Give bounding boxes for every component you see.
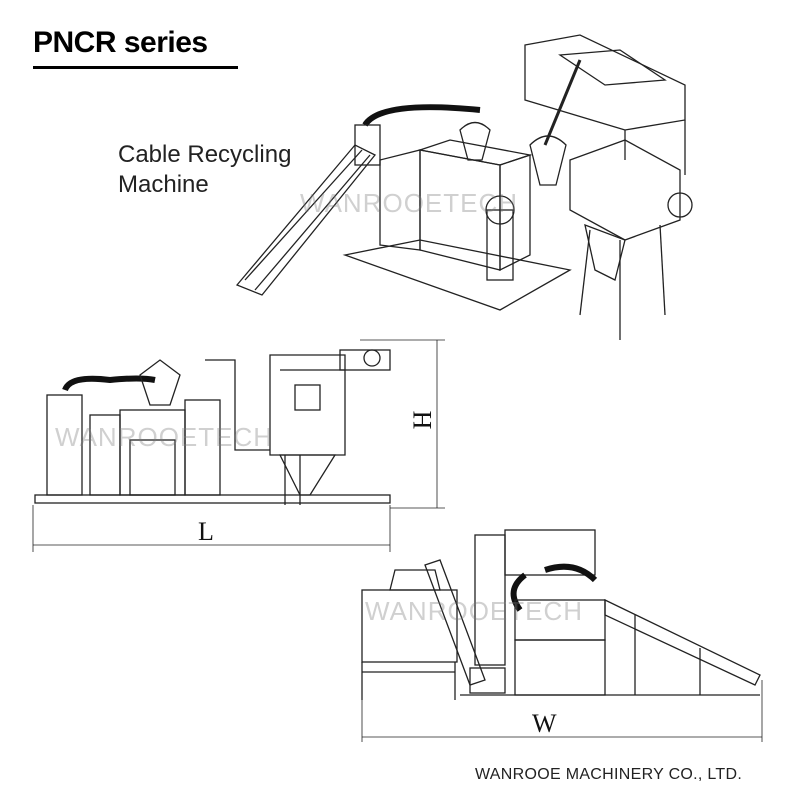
height-label: H xyxy=(407,410,437,430)
watermark: WANROOETECH xyxy=(365,596,584,626)
caption-line-2: Machine xyxy=(118,171,209,198)
caption-line-1: Cable Recycling xyxy=(118,141,292,168)
side-view xyxy=(32,339,445,552)
isometric-view xyxy=(235,34,693,340)
title-underline xyxy=(33,66,238,69)
width-label: W xyxy=(532,709,557,738)
front-view xyxy=(361,529,763,742)
company-name: WANROOE MACHINERY CO., LTD. xyxy=(475,766,743,783)
watermark: WANROOETECH xyxy=(55,422,274,452)
length-label: L xyxy=(198,517,214,546)
machine-caption: Cable Recycling Machine xyxy=(118,140,291,200)
page-title: PNCR series xyxy=(33,26,208,59)
watermark: WANROOETECH xyxy=(300,188,519,218)
